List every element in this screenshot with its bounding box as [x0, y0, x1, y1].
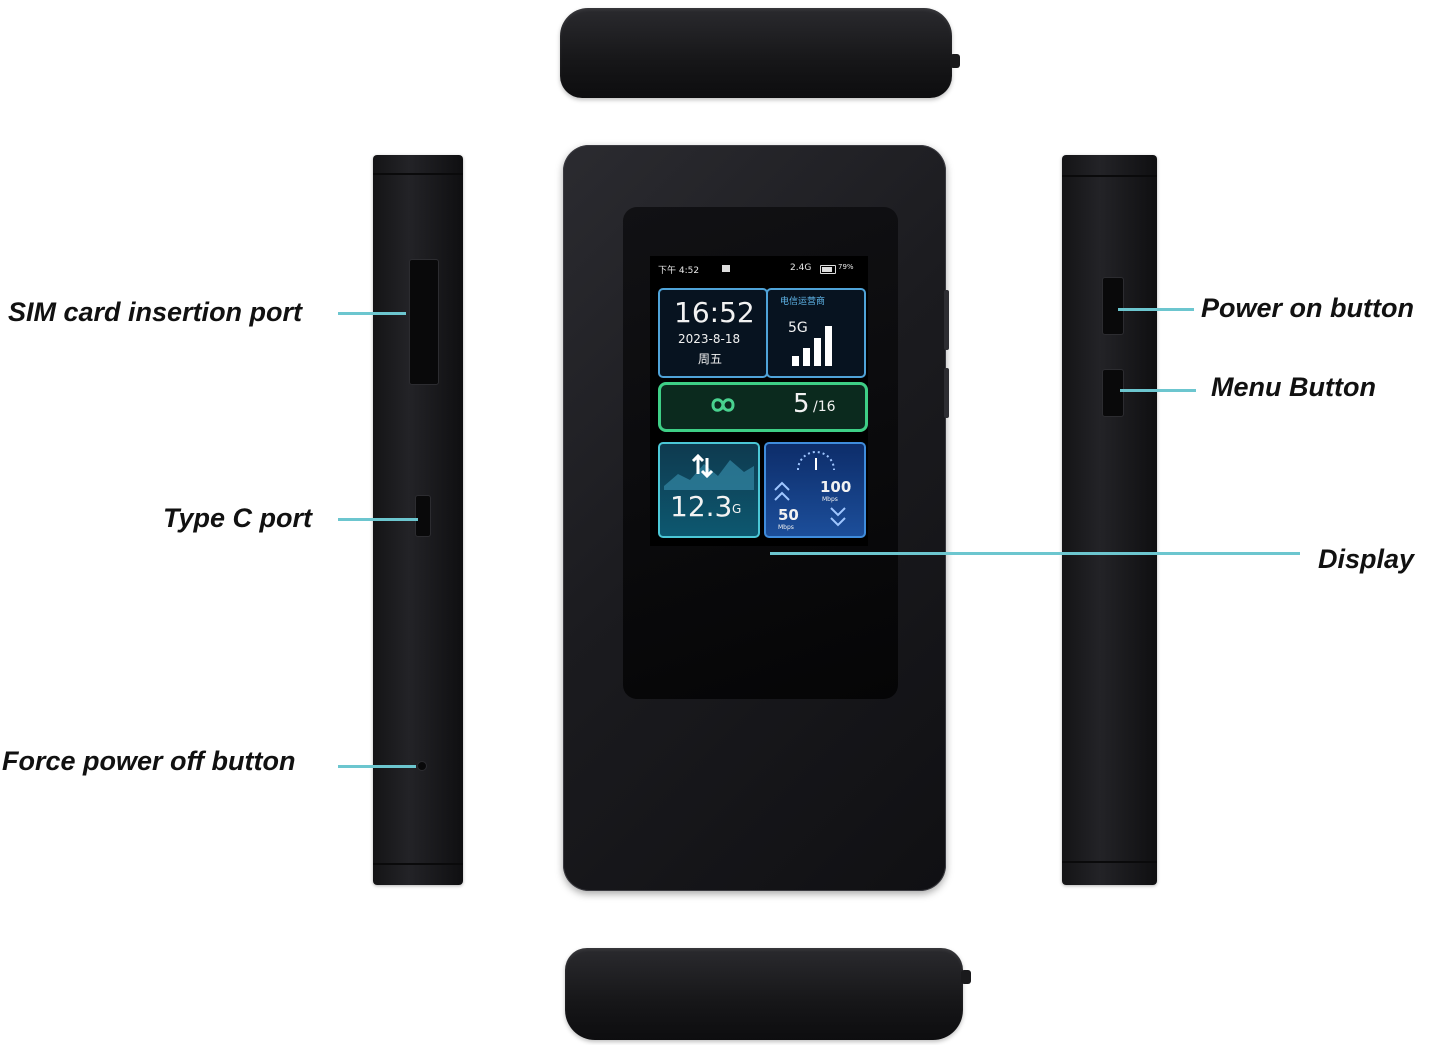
signal-bars-icon [792, 326, 832, 366]
label-sim-port: SIM card insertion port [8, 297, 303, 327]
device-bottom-edge [565, 948, 963, 1040]
data-usage-value: 12.3 [670, 490, 733, 523]
speed-low-unit: Mbps [778, 524, 794, 531]
left-side-groove-bottom [373, 863, 463, 865]
device-top-edge [560, 8, 952, 98]
infinity-icon [711, 398, 735, 412]
speed-high: 100 [820, 478, 852, 496]
type-c-port[interactable] [415, 495, 431, 537]
network-panel: 电信运营商 5G [766, 288, 866, 378]
speed-gauge-icon [797, 451, 835, 471]
speed-down-chevrons-icon [830, 507, 846, 527]
callout-line-force-off [338, 765, 416, 768]
label-menu: Menu Button [1211, 372, 1376, 402]
callout-line-type-c [338, 518, 418, 521]
network-generation: 5G [788, 320, 808, 336]
speed-panel: 100 Mbps 50 Mbps [764, 442, 866, 538]
devices-max: /16 [813, 399, 836, 415]
bottom-edge-nub [961, 970, 971, 984]
data-usage-panel: 12.3 G [658, 442, 760, 538]
transfer-arrows-icon [691, 454, 714, 478]
force-power-off-button[interactable] [417, 761, 427, 771]
wifi-band: 2.4G [790, 263, 812, 273]
label-type-c: Type C port [163, 503, 313, 533]
callout-line-display [770, 552, 1300, 555]
menu-button[interactable] [1102, 369, 1124, 417]
label-force-off: Force power off button [2, 746, 296, 776]
display[interactable]: 下午 4:52 2.4G 79% 16:52 2023-8-18 周五 电信运营… [650, 256, 868, 546]
label-display: Display [1318, 544, 1415, 574]
callout-line-sim [338, 312, 406, 315]
sim-card-slot[interactable] [409, 259, 439, 385]
speed-low: 50 [778, 506, 799, 524]
power-on-button[interactable] [1102, 277, 1124, 335]
data-usage-unit: G [732, 502, 742, 516]
clock-panel: 16:52 2023-8-18 周五 [658, 288, 768, 378]
status-time: 下午 4:52 [658, 266, 700, 276]
connected-devices-panel: 5 /16 [658, 382, 868, 432]
right-side-groove-top [1062, 175, 1157, 177]
clock-time: 16:52 [674, 296, 755, 329]
clock-date: 2023-8-18 [678, 332, 741, 346]
speed-high-unit: Mbps [822, 496, 838, 503]
battery-icon [820, 265, 836, 274]
right-side-groove-bottom [1062, 861, 1157, 863]
battery-level: 79% [838, 263, 854, 271]
callout-line-power-on [1118, 308, 1194, 311]
speed-chevrons-icon [774, 481, 790, 501]
devices-connected: 5 [793, 389, 810, 419]
front-side-key-2 [944, 368, 949, 418]
front-side-key-1 [944, 290, 949, 350]
left-side-groove-top [373, 173, 463, 175]
clock-weekday: 周五 [698, 352, 723, 366]
message-icon [722, 265, 730, 272]
carrier-name: 电信运营商 [780, 297, 826, 307]
callout-line-menu [1120, 389, 1196, 392]
top-edge-nub [950, 54, 960, 68]
label-power-on: Power on button [1201, 293, 1414, 323]
device-right-side [1062, 155, 1157, 885]
